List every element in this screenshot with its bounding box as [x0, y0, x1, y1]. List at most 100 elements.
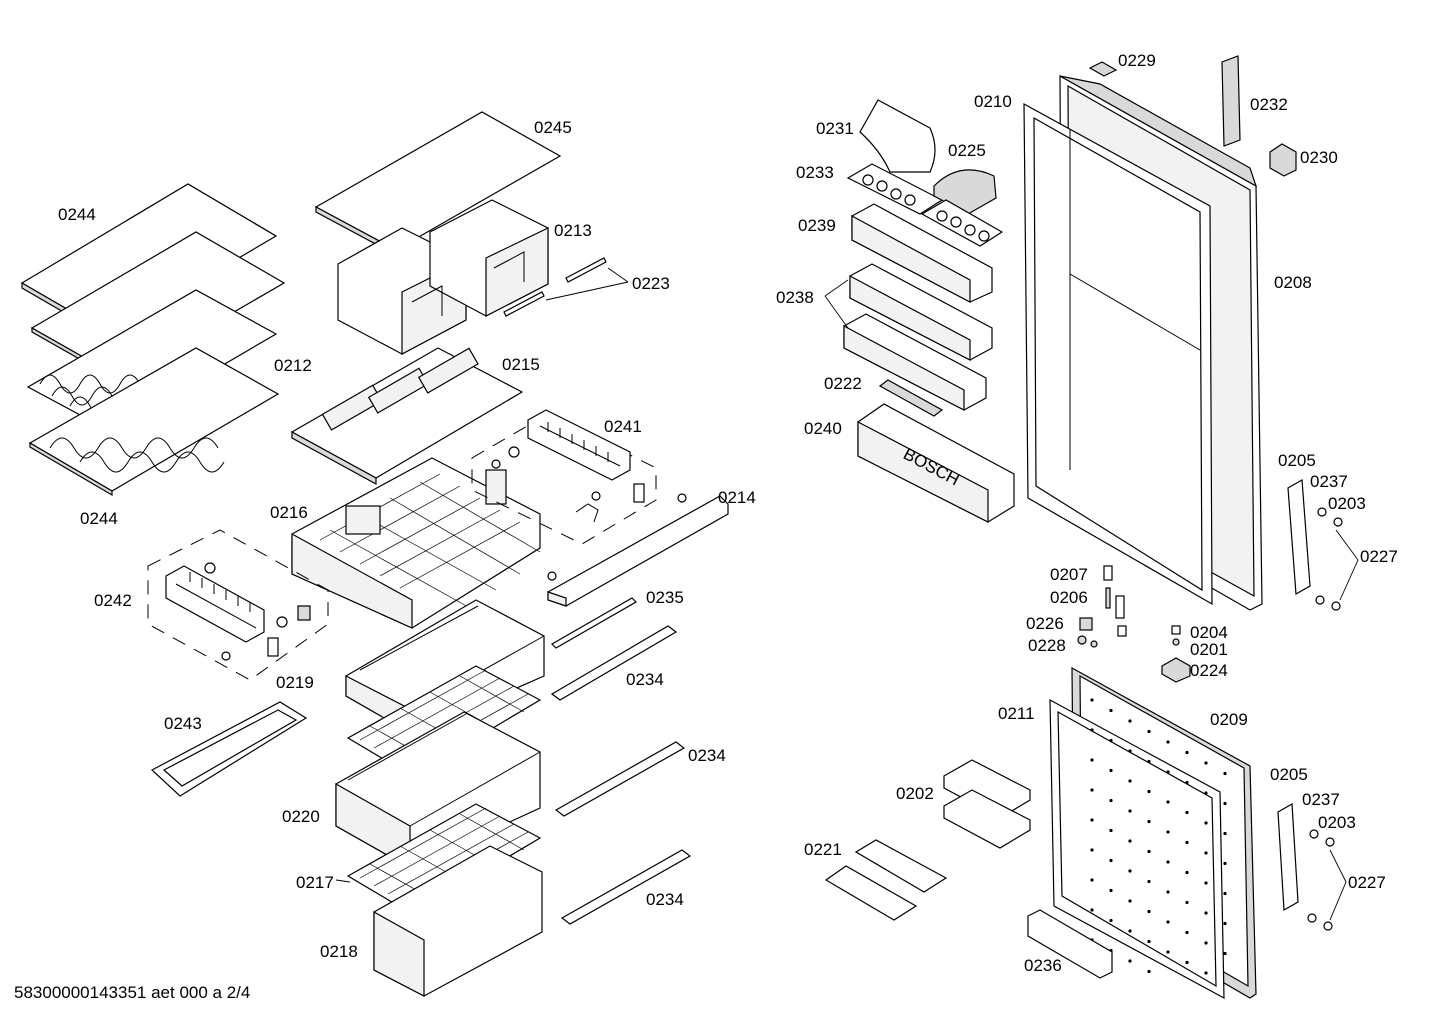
door-dot — [1223, 861, 1227, 866]
label-0245: 0245 — [534, 118, 572, 137]
label-0203-lower: 0203 — [1318, 813, 1356, 832]
label-0244-top: 0244 — [58, 205, 96, 224]
label-0212: 0212 — [274, 356, 312, 375]
rail-0234-top — [550, 625, 678, 701]
label-0234-bottom: 0234 — [646, 890, 684, 909]
label-0232: 0232 — [1250, 95, 1288, 114]
label-0209: 0209 — [1210, 710, 1248, 729]
rack-0222 — [878, 379, 944, 417]
door-dot — [1147, 729, 1151, 734]
drawer-0218 — [373, 845, 543, 997]
label-0201: 0201 — [1190, 640, 1228, 659]
label-0206: 0206 — [1050, 588, 1088, 607]
label-0231: 0231 — [816, 119, 854, 138]
door-dot — [1128, 779, 1132, 783]
door-dot — [1166, 800, 1170, 804]
ice-tray-0221 — [824, 839, 948, 921]
door-dot — [1128, 929, 1132, 933]
door-dot — [1147, 909, 1151, 914]
label-0238: 0238 — [776, 288, 814, 307]
door-dot — [1090, 848, 1094, 852]
door-gasket-0210 — [1023, 102, 1213, 606]
label-0210: 0210 — [974, 92, 1012, 111]
cover-assembly-0242 — [147, 529, 329, 681]
label-0203-upper: 0203 — [1328, 494, 1366, 513]
trim-strip-0235 — [551, 597, 637, 649]
label-0202: 0202 — [896, 784, 934, 803]
label-0234-top: 0234 — [626, 670, 664, 689]
cover-assembly-0241 — [471, 409, 657, 545]
door-dot — [1223, 801, 1227, 806]
door-dot — [1147, 969, 1151, 974]
label-0240: 0240 — [804, 419, 842, 438]
door-dot — [1204, 851, 1208, 855]
label-0235: 0235 — [646, 588, 684, 607]
door-dot — [1128, 959, 1132, 963]
butter-cover-0231 — [859, 99, 936, 173]
door-dot — [1109, 888, 1113, 893]
door-dot — [1109, 798, 1113, 803]
door-dot — [1166, 890, 1170, 894]
label-0222: 0222 — [824, 374, 862, 393]
label-0239: 0239 — [798, 216, 836, 235]
cold-pack-0202 — [943, 759, 1031, 849]
label-0213: 0213 — [554, 221, 592, 240]
label-0204: 0204 — [1190, 623, 1228, 642]
label-0223: 0223 — [632, 274, 670, 293]
tray-0243 — [150, 701, 308, 797]
cover-0236 — [1027, 909, 1113, 979]
door-dot — [1109, 858, 1113, 863]
label-0244-bottom: 0244 — [80, 509, 118, 528]
door-dot — [1204, 761, 1208, 765]
label-0242: 0242 — [94, 591, 132, 610]
label-0241: 0241 — [604, 417, 642, 436]
door-dot — [1090, 758, 1094, 762]
label-0207: 0207 — [1050, 565, 1088, 584]
door-dot — [1204, 881, 1208, 885]
door-dot — [1185, 780, 1189, 785]
freezer-box-0213 — [337, 199, 549, 355]
freezer-drawer-0216 — [291, 457, 541, 629]
door-dot — [1109, 738, 1113, 743]
door-dot — [1185, 900, 1189, 905]
flap-0214 — [547, 493, 729, 607]
label-0233: 0233 — [796, 163, 834, 182]
hinge-cover-0232 — [1221, 55, 1241, 147]
door-dot — [1223, 951, 1227, 956]
door-dot — [1147, 939, 1151, 944]
door-dot — [1185, 840, 1189, 845]
label-0217: 0217 — [296, 873, 334, 892]
door-dot — [1109, 918, 1113, 923]
label-0237-upper: 0237 — [1310, 472, 1348, 491]
door-dot — [1147, 819, 1151, 824]
label-0219: 0219 — [276, 673, 314, 692]
rail-0234-mid — [554, 741, 686, 817]
door-dot — [1147, 789, 1151, 794]
label-0224: 0224 — [1190, 661, 1228, 680]
door-dot — [1109, 768, 1113, 773]
hinge-0237-lower — [1277, 803, 1335, 931]
lid-0215 — [290, 347, 524, 486]
door-dot — [1166, 830, 1170, 834]
door-dot — [1204, 911, 1208, 915]
door-dot — [1166, 860, 1170, 864]
label-0208: 0208 — [1274, 273, 1312, 292]
door-dot — [1185, 960, 1189, 965]
door-dot — [1147, 879, 1151, 884]
door-dot — [1166, 920, 1170, 924]
label-0215: 0215 — [502, 355, 540, 374]
label-0236: 0236 — [1024, 956, 1062, 975]
freezer-gasket-0211 — [1049, 698, 1225, 1000]
door-dot — [1204, 791, 1208, 795]
door-dot — [1166, 770, 1170, 774]
door-dot — [1147, 759, 1151, 764]
bottle-shelf-0240: BOSCH — [857, 403, 1015, 523]
door-dot — [1185, 930, 1189, 935]
glass-shelf-0244-bottom — [28, 347, 280, 497]
door-shelf-0238-upper — [849, 263, 993, 361]
cover-0229 — [1088, 61, 1118, 77]
rails-0223 — [503, 257, 607, 317]
label-0237-lower: 0237 — [1302, 790, 1340, 809]
door-dot — [1185, 810, 1189, 815]
